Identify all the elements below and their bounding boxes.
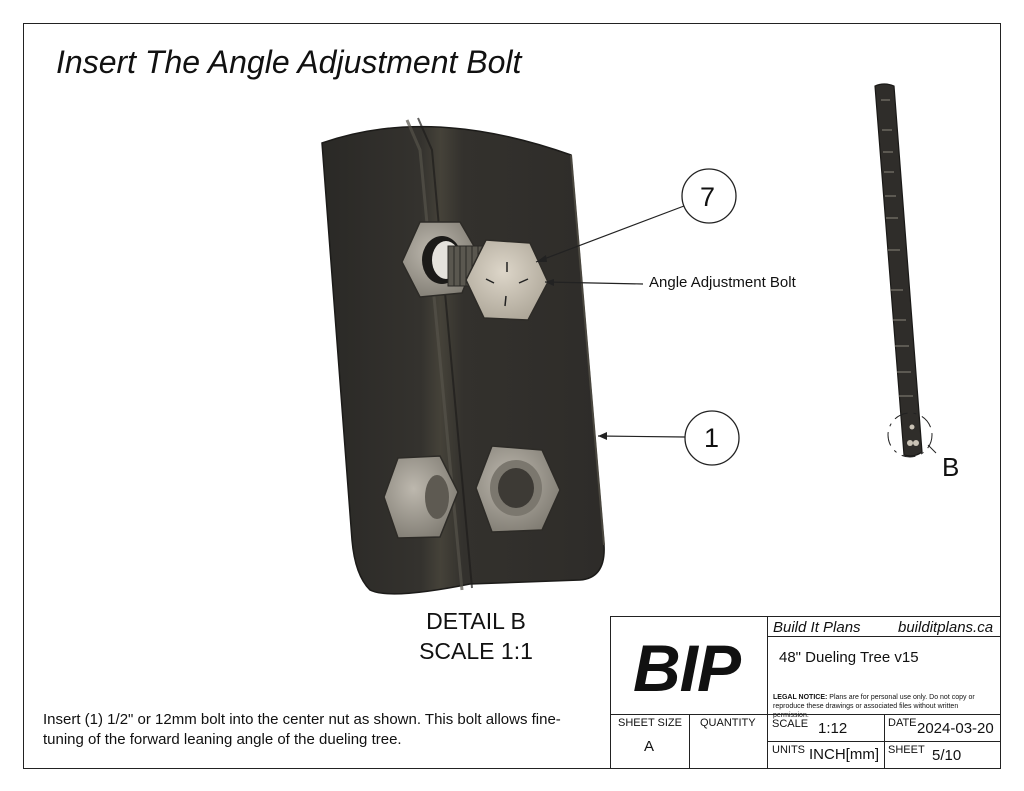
sheet-size-value: A: [644, 738, 655, 755]
detail-caption: DETAIL B SCALE 1:1: [388, 606, 564, 666]
project-name: 48" Dueling Tree v15: [779, 649, 919, 666]
date-label: DATE: [888, 717, 917, 729]
sheet-cell: [884, 741, 1001, 769]
sheet-size-label: SHEET SIZE: [618, 717, 682, 729]
instruction-note: Insert (1) 1/2" or 12mm bolt into the ce…: [43, 711, 561, 748]
callout-7-number: 7: [700, 182, 716, 212]
legal-heading: LEGAL NOTICE:: [773, 694, 828, 701]
detail-caption-name: DETAIL B: [426, 608, 526, 634]
title-block: SHEET SIZE A QUANTITY SCALE 1:12 DATE 20…: [610, 616, 1001, 769]
info-divider: [767, 636, 1001, 637]
bip-logo: BIP: [633, 631, 741, 705]
drawing-title: Insert The Angle Adjustment Bolt: [56, 44, 522, 80]
scale-value: 1:12: [818, 720, 848, 737]
legal-notice: LEGAL NOTICE: Plans are for personal use…: [773, 693, 995, 720]
callout-7: [535, 168, 737, 286]
date-value: 2024-03-20: [917, 720, 994, 737]
quantity-label: QUANTITY: [700, 717, 756, 729]
side-view-upright: [874, 83, 937, 458]
detail-marker-label: B: [942, 452, 960, 482]
lower-left-nut: [383, 455, 459, 539]
units-value: INCH[mm]: [809, 746, 879, 763]
company-name: Build It Plans: [773, 619, 861, 636]
sheet-value: 5/10: [932, 747, 962, 764]
lower-right-nut: [475, 445, 561, 533]
angle-adjustment-bolt-head: [465, 239, 549, 321]
plate-part-1: [321, 117, 605, 595]
company-website: builditplans.ca: [898, 619, 994, 636]
scale-label: SCALE: [772, 718, 809, 730]
units-label: UNITS: [772, 744, 805, 756]
detail-caption-scale: SCALE 1:1: [419, 638, 533, 664]
legal-text: Plans are for personal use only. Do not …: [773, 694, 975, 719]
callout-1: [597, 410, 740, 466]
drawing-border: [23, 23, 1001, 769]
callout-1-number: 1: [704, 423, 720, 453]
sheet-label: SHEET: [888, 744, 925, 756]
bolt-callout-label: Angle Adjustment Bolt: [649, 274, 796, 291]
